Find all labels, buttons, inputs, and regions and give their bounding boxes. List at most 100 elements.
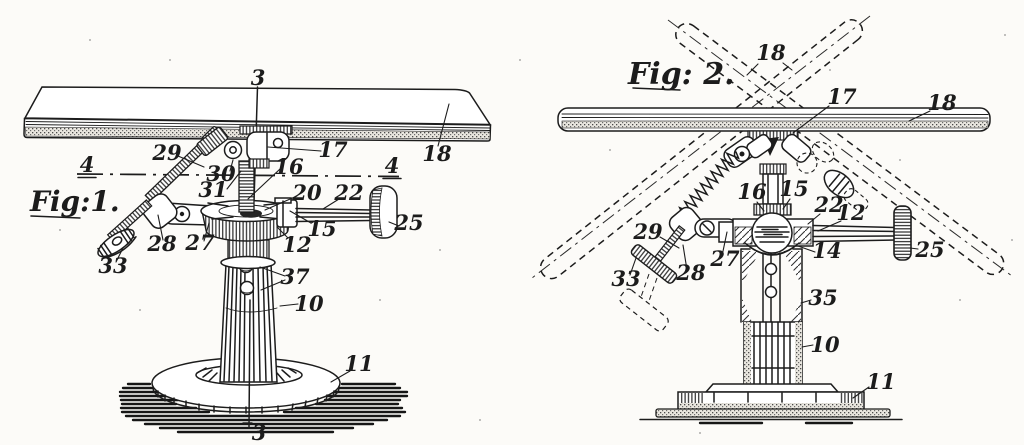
part-label-11: 11 <box>344 351 373 376</box>
fig2-phantom-axis-a <box>667 19 1013 277</box>
part-label-3: 3 <box>251 65 266 90</box>
leader-line <box>203 222 210 242</box>
part-label-4: 4 <box>80 152 95 177</box>
part-label-37: 37 <box>280 264 310 289</box>
leader-line <box>746 63 759 76</box>
fig1-section-line-4-4 <box>76 173 402 180</box>
leader-line <box>801 344 814 348</box>
part-label-27: 27 <box>709 246 740 271</box>
part-label-25: 25 <box>393 210 423 235</box>
fig2-screw-29 <box>678 151 740 218</box>
part-label-16: 16 <box>737 179 767 204</box>
leader-line <box>115 247 124 263</box>
fig2-phantom-clamp <box>781 133 869 212</box>
leader-line <box>259 266 286 277</box>
fig2-table-board <box>557 107 991 132</box>
fig2-column-10 <box>743 321 803 393</box>
leader-line <box>852 386 870 399</box>
leader-line <box>260 279 286 291</box>
fig2-column-35 <box>740 248 803 323</box>
part-label-18: 18 <box>756 40 786 65</box>
leader-line <box>388 221 400 227</box>
leader-line <box>226 170 242 190</box>
fig2-phantom-axis-b <box>531 15 871 279</box>
fig2-gear-housing <box>718 205 912 261</box>
scan-speckles <box>59 34 1013 434</box>
leader-line <box>908 110 931 122</box>
part-label-16: 16 <box>274 154 304 179</box>
part-label-33: 33 <box>98 253 127 278</box>
fig2-stem <box>753 163 792 216</box>
part-label-15: 15 <box>779 176 808 201</box>
leader-line <box>247 168 281 200</box>
fig2-shaft-22 <box>812 224 897 243</box>
fig1-pin-37-lower <box>239 280 255 296</box>
leader-line <box>909 247 919 250</box>
leader-line <box>797 245 816 253</box>
leader-line <box>267 146 322 152</box>
leader-line <box>721 231 728 257</box>
part-label-28: 28 <box>146 231 177 256</box>
part-label-30: 30 <box>206 161 236 186</box>
part-label-17: 17 <box>318 137 348 162</box>
leader-line <box>817 220 842 232</box>
part-label-25: 25 <box>914 237 944 262</box>
part-label-12: 12 <box>282 232 311 257</box>
part-label-28: 28 <box>675 260 706 285</box>
part-label-31: 31 <box>198 177 227 202</box>
fig1-centerline-lower <box>242 299 253 429</box>
figure2-caption: Fig: 2. <box>627 57 735 92</box>
leader-line <box>437 103 450 147</box>
part-label-4: 4 <box>385 153 400 178</box>
part-label-29: 29 <box>632 219 663 244</box>
part-label-14: 14 <box>812 238 841 263</box>
fig2-phantom-table-b <box>539 19 864 280</box>
leader-line <box>279 303 299 307</box>
fig2-worm-ball <box>751 212 793 254</box>
fig1-knob-33 <box>97 227 137 260</box>
leader-line <box>756 201 765 212</box>
part-label-10: 10 <box>810 332 840 357</box>
leader-line <box>276 226 289 239</box>
leader-line <box>629 257 637 276</box>
part-label-3: 3 <box>252 420 267 445</box>
part-label-20: 20 <box>291 180 322 205</box>
fig1-shaft-and-knob <box>274 185 398 239</box>
part-label-12: 12 <box>836 200 865 225</box>
part-label-33: 33 <box>611 266 640 291</box>
fig1-ground-hatching <box>118 382 409 434</box>
part-label-22: 22 <box>333 180 363 205</box>
fig2-handle-33 <box>630 244 678 284</box>
part-label-17: 17 <box>827 84 857 109</box>
figure1-caption-flourish <box>30 215 81 219</box>
part-label-27: 27 <box>184 230 215 255</box>
leader-line <box>800 299 812 304</box>
part-label-18: 18 <box>422 141 452 166</box>
part-label-15: 15 <box>307 216 336 241</box>
leader-line <box>289 210 312 224</box>
part-label-18: 18 <box>927 90 957 115</box>
leader-line <box>322 198 340 210</box>
fig2-phantom-table-a <box>675 22 1005 276</box>
figure1-caption: Fig:1. <box>29 185 120 218</box>
part-label-10: 10 <box>294 291 324 316</box>
leader-line <box>682 244 688 271</box>
leader-line <box>157 214 164 241</box>
leader-line <box>782 62 793 71</box>
leader-line <box>782 198 791 210</box>
leader-line <box>659 236 680 249</box>
fig1-swivel-28 <box>141 193 178 229</box>
figure2-caption-flourish <box>632 87 681 91</box>
part-label-35: 35 <box>808 285 837 310</box>
part-label-22: 22 <box>813 192 843 217</box>
leader-line <box>792 105 830 134</box>
leader-line <box>264 195 298 211</box>
fig2-hinge-clamp <box>723 130 799 168</box>
fig1-stem-16 <box>238 160 255 213</box>
leader-line <box>330 370 351 383</box>
